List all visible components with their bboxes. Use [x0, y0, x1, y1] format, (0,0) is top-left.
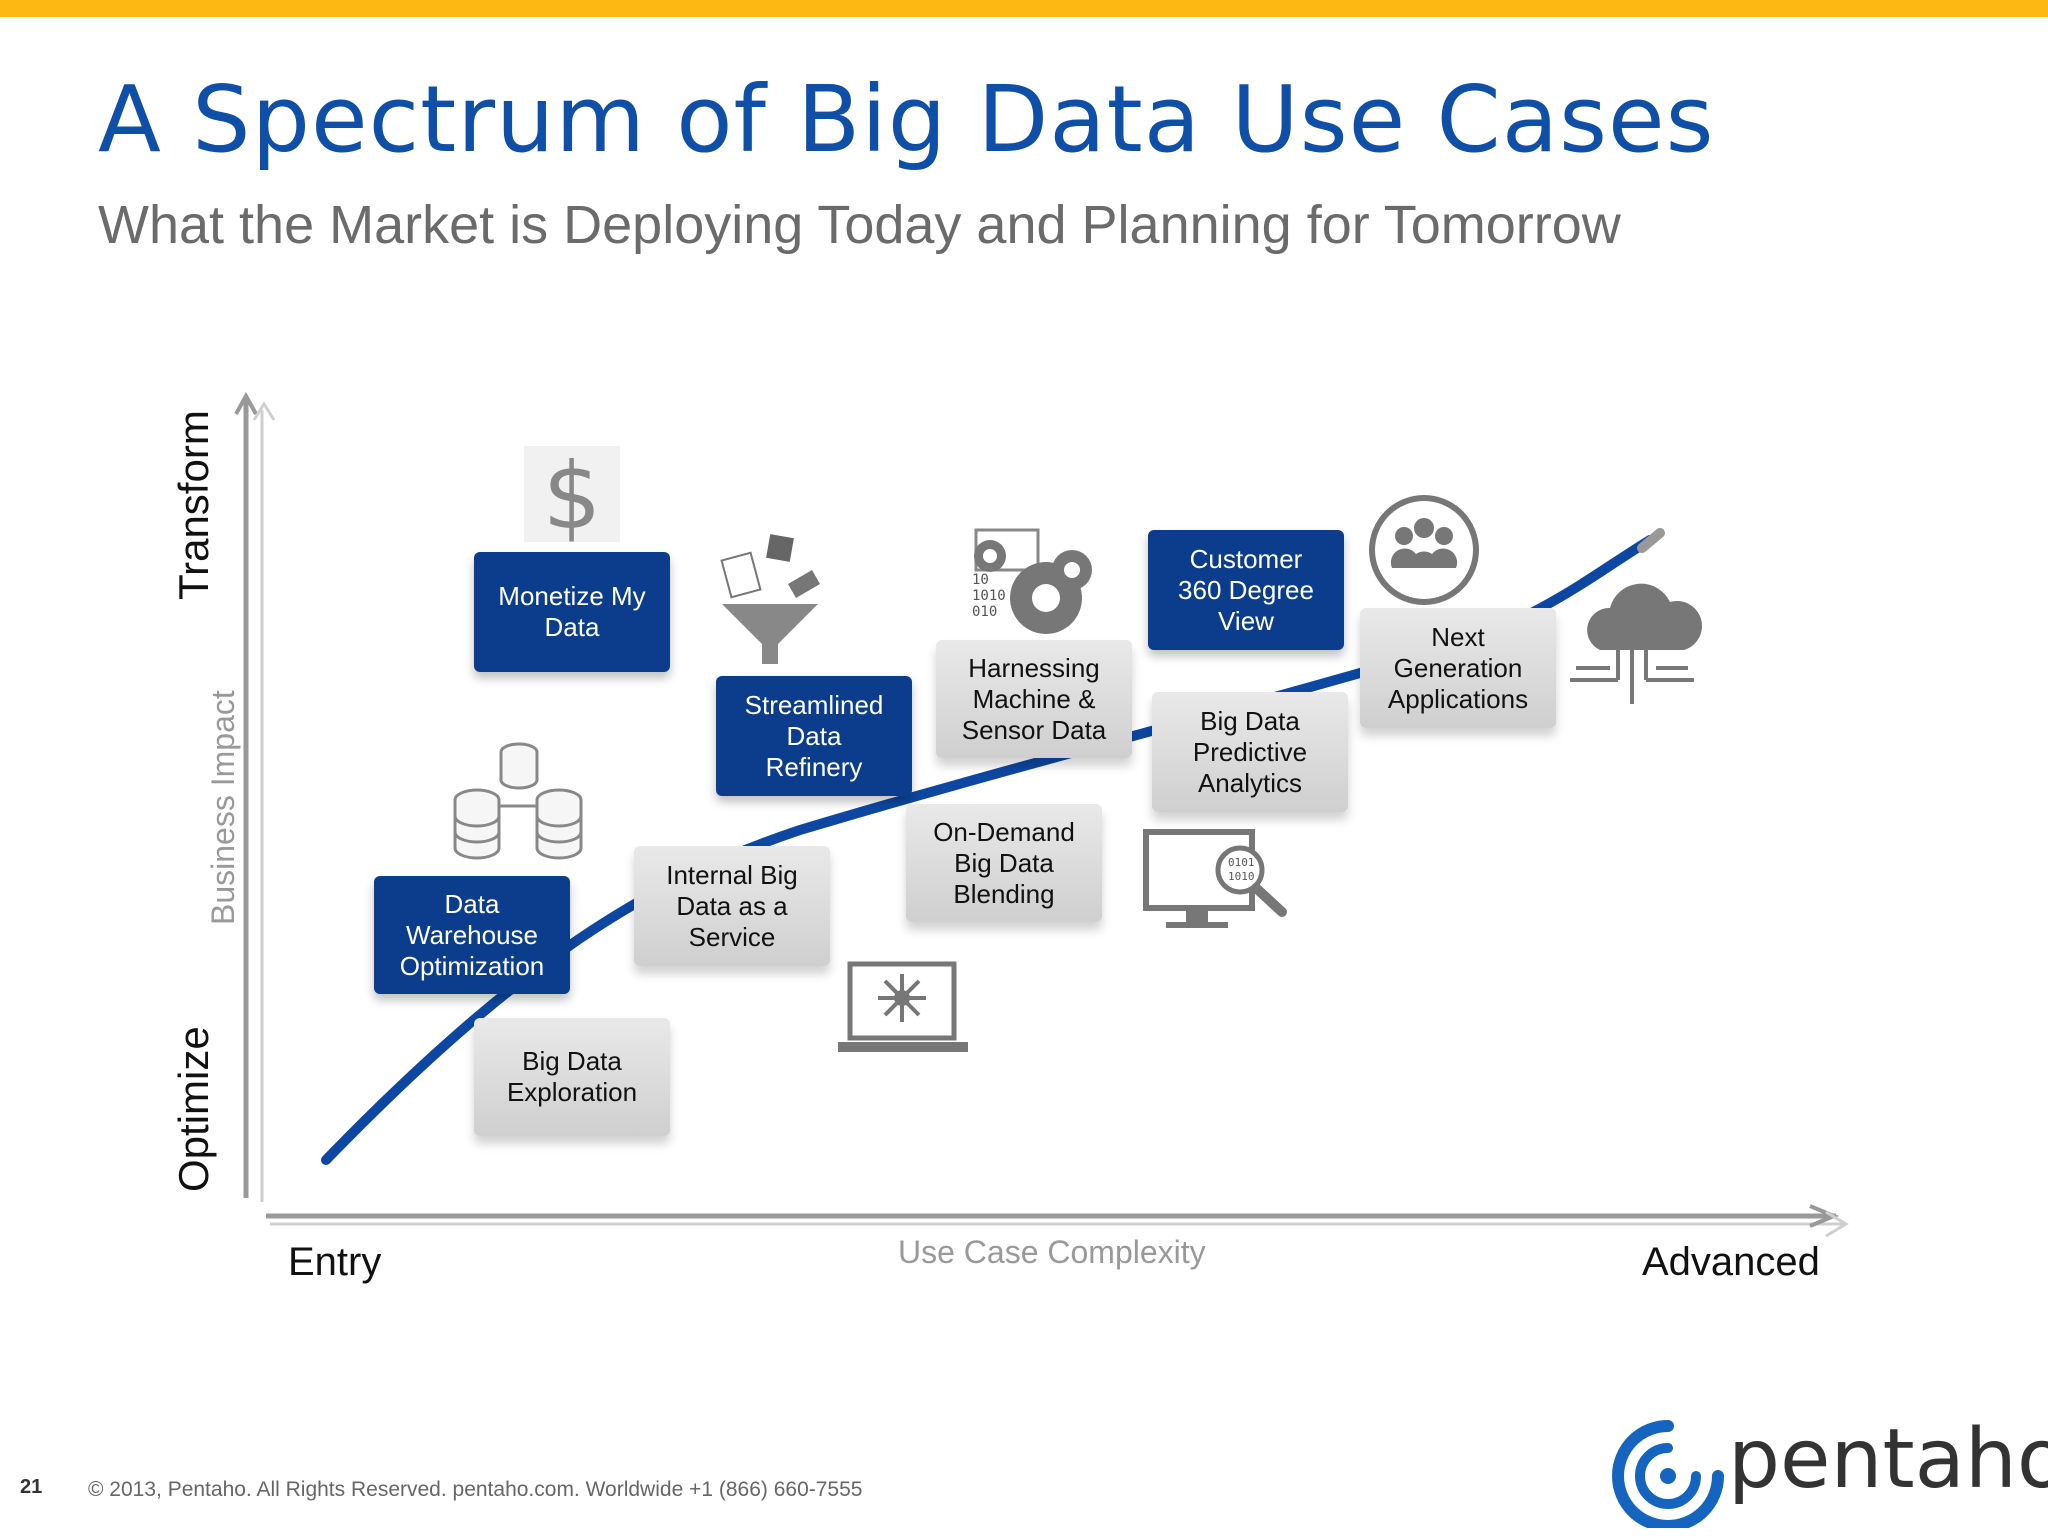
y-axis-label-optimize: Optimize — [170, 1026, 217, 1192]
y-axis-label-business-impact: Business Impact — [205, 690, 241, 925]
monitor-search-icon: 0101 1010 — [1143, 829, 1287, 928]
y-axis-label-transform: Transform — [170, 410, 217, 600]
x-axis-label-entry: Entry — [288, 1240, 382, 1284]
slide-subtitle: What the Market is Deploying Today and P… — [98, 195, 1621, 255]
slide-title: A Spectrum of Big Data Use Cases — [98, 66, 1715, 173]
footer-copyright: © 2013, Pentaho. All Rights Reserved. pe… — [88, 1478, 863, 1501]
x-axis-label-advanced: Advanced — [1642, 1240, 1820, 1284]
people-group-icon — [1369, 495, 1479, 605]
top-accent-bar — [0, 0, 2048, 17]
x-axis — [266, 1204, 1849, 1238]
slide-number: 21 — [20, 1476, 43, 1498]
svg-text:10: 10 — [972, 572, 989, 588]
laptop-network-icon — [838, 961, 968, 1052]
pentaho-logo-icon — [1612, 1420, 1724, 1528]
dollar-icon: $ — [524, 443, 620, 550]
gears-icon: 10 1010 010 — [972, 528, 1092, 634]
cloud-network-icon — [1570, 583, 1702, 704]
svg-text:1010: 1010 — [1228, 870, 1255, 883]
x-axis-label-complexity: Use Case Complexity — [898, 1234, 1206, 1270]
svg-text:0101: 0101 — [1228, 856, 1255, 869]
svg-text:010: 010 — [972, 604, 997, 620]
funnel-icon — [720, 534, 820, 664]
svg-text:$: $ — [543, 443, 602, 550]
svg-text:1010: 1010 — [972, 588, 1006, 604]
pentaho-wordmark: pentaho — [1728, 1412, 2048, 1507]
y-axis — [234, 391, 276, 1202]
database-icon — [453, 742, 583, 860]
